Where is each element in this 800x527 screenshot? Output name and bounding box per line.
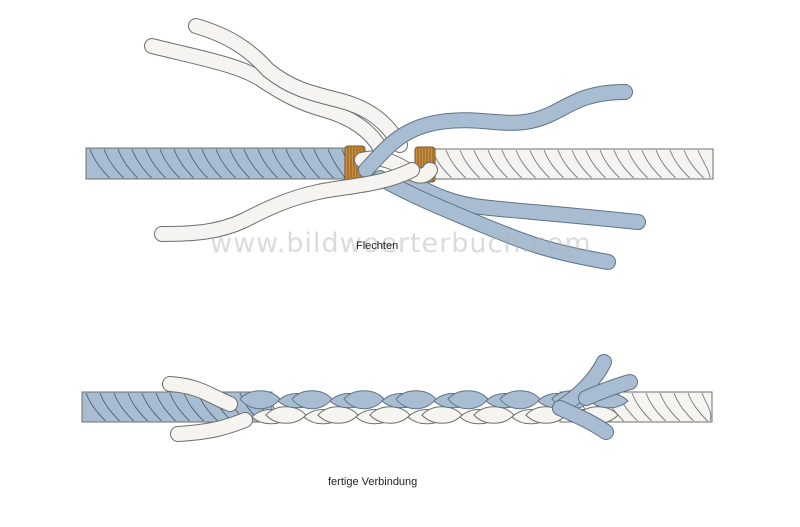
rope-twist-line bbox=[257, 148, 278, 179]
rope-twist-line bbox=[543, 149, 564, 179]
rope-twist-line bbox=[169, 392, 190, 422]
blue-strand-end bbox=[553, 401, 613, 439]
rope-twist-line bbox=[459, 149, 480, 179]
rope-twist-line bbox=[243, 148, 264, 179]
splicing-step-label: Flechten bbox=[356, 240, 399, 252]
rope-twist-line bbox=[473, 149, 494, 179]
rope-twist-line bbox=[515, 149, 536, 179]
rope-twist-line bbox=[501, 149, 522, 179]
rope-twist-line bbox=[271, 148, 292, 179]
rope-twist-line bbox=[131, 148, 152, 179]
rope-twist-line bbox=[117, 148, 138, 179]
rope-twist-line bbox=[215, 148, 236, 179]
white-rope bbox=[427, 148, 714, 180]
rope-twist-line bbox=[159, 148, 180, 179]
rope-twist-line bbox=[155, 392, 176, 422]
rope-twist-line bbox=[669, 149, 690, 179]
rope-twist-line bbox=[529, 149, 550, 179]
white-strand-end bbox=[163, 377, 237, 411]
rope-twist-line bbox=[85, 392, 106, 422]
rope-twist-line bbox=[655, 149, 676, 179]
rope-twist-line bbox=[313, 148, 334, 179]
white-unlaid-strand bbox=[189, 19, 407, 152]
rope-twist-line bbox=[299, 148, 320, 179]
rope-twist-line bbox=[127, 392, 148, 422]
blue-unlaid-strand bbox=[373, 171, 615, 269]
white-strand-end bbox=[171, 413, 252, 441]
rope-twist-line bbox=[327, 148, 346, 179]
splicing-step-illustration bbox=[85, 18, 714, 270]
blue-unlaid-strand bbox=[393, 168, 645, 229]
rope-twist-line bbox=[683, 149, 704, 179]
rope-twist-line bbox=[557, 149, 578, 179]
blue-strand-end bbox=[579, 375, 637, 405]
rope-twist-line bbox=[659, 392, 680, 422]
rope-twist-line bbox=[599, 149, 620, 179]
rope-twist-line bbox=[701, 392, 712, 422]
rope-twist-line bbox=[187, 148, 208, 179]
rope-twist-line bbox=[631, 392, 652, 422]
spliced-braid bbox=[239, 390, 629, 425]
rope-twist-line bbox=[229, 148, 250, 179]
rope-twist-line bbox=[673, 392, 694, 422]
rope-twist-line bbox=[613, 149, 634, 179]
rope-twist-line bbox=[445, 149, 466, 179]
finished-splice-label: fertige Verbindung bbox=[328, 476, 418, 488]
rope-twist-line bbox=[141, 392, 162, 422]
rope-twist-line bbox=[173, 148, 194, 179]
rope-twist-line bbox=[145, 148, 166, 179]
rope-twist-line bbox=[103, 148, 124, 179]
finished-splice-illustration bbox=[81, 354, 713, 442]
rope-twist-line bbox=[487, 149, 508, 179]
watermark: www.bildwoerterbuch.com bbox=[210, 228, 592, 259]
rope-twist-line bbox=[201, 148, 222, 179]
rope-twist-line bbox=[183, 392, 204, 422]
rope-twist-line bbox=[687, 392, 708, 422]
rope-twist-line bbox=[571, 149, 592, 179]
rope-twist-line bbox=[99, 392, 120, 422]
white-unlaid-strand bbox=[155, 163, 419, 241]
blue-rope bbox=[85, 147, 351, 180]
rope-twist-line bbox=[285, 148, 306, 179]
rope-twist-line bbox=[645, 392, 666, 422]
rope-twist-line bbox=[641, 149, 662, 179]
rope-twist-line bbox=[89, 148, 110, 179]
rope-twist-line bbox=[627, 149, 648, 179]
rope-twist-line bbox=[113, 392, 134, 422]
rope-twist-line bbox=[585, 149, 606, 179]
white-unlaid-strand bbox=[145, 39, 387, 155]
blue-unlaid-strand bbox=[359, 85, 632, 177]
rope-twist-line bbox=[697, 149, 711, 179]
